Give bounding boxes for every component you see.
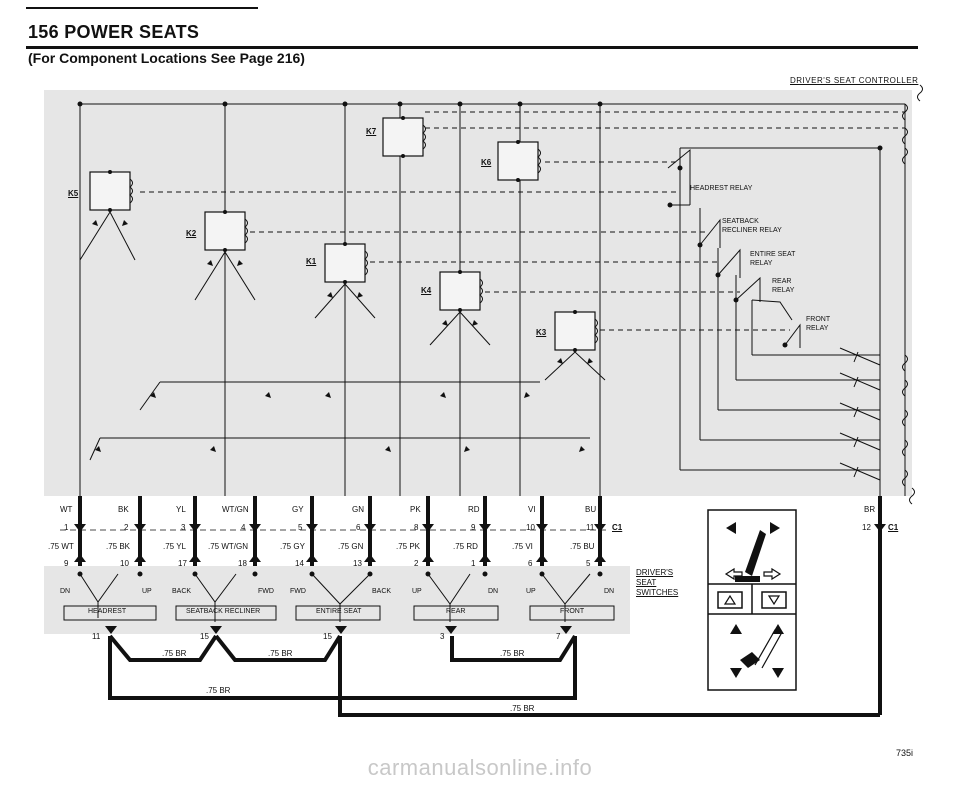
pin-mid-10: 5 [586,559,591,568]
entire-relay-label-1: ENTIRE SEAT [750,251,796,258]
pin-top-6: 6 [356,523,361,532]
switches-shading [44,566,630,634]
pin-mid-7: 2 [414,559,419,568]
wire-mid-9: .75 VI [512,542,533,551]
relay-k1-label: K1 [306,257,317,266]
switch-dir-9: UP [526,588,536,595]
pin-top-1: 1 [64,523,69,532]
wire-mid-6: .75 GN [338,542,364,551]
relay-k7-label: K7 [366,127,377,136]
pin-top-9: 10 [526,523,535,532]
pin-top-5: 5 [298,523,303,532]
pin-mid-9: 6 [528,559,533,568]
switches-label-2: SEAT [636,578,657,587]
switch-dir-5: FWD [290,588,306,595]
wire-top-5: GY [292,505,304,514]
ground-wire-4: .75 BR [206,686,231,695]
wire-mid-7: .75 PK [396,542,421,551]
wire-top-1: WT [60,505,73,514]
wire-top-3: YL [176,505,186,514]
front-relay-label-1: FRONT [806,316,831,323]
switch-dir-10: DN [604,588,615,595]
switch-name-headrest: HEADREST [88,608,127,615]
pin-top-10: 11 [586,523,595,532]
pin-top-2: 2 [124,523,129,532]
ground-pin-3: 15 [323,632,332,641]
switch-dir-3: BACK [172,588,192,595]
wire-top-2: BK [118,505,129,514]
wire-mid-2: .75 BK [106,542,131,551]
wire-mid-4: .75 WT/GN [208,542,249,551]
page-title: 156 POWER SEATS [28,22,200,42]
wire-mid-1: .75 WT [48,542,74,551]
wire-mid-3: .75 YL [163,542,186,551]
ground-wire-1: .75 BR [162,649,187,658]
wire-top-4: WT/GN [222,505,249,514]
pin-top-3: 3 [181,523,186,532]
pin-mid-4: 18 [238,559,247,568]
switch-dir-6: BACK [372,588,392,595]
switch-dir-2: UP [142,588,152,595]
wire-top-6: GN [352,505,364,514]
ground-pin-1: 11 [92,632,101,641]
entire-relay-label-2: RELAY [750,260,773,267]
switch-name-rear: REAR [446,608,466,615]
page-number: 735i [896,748,914,758]
relay-k6-label: K6 [481,158,492,167]
relay-k4-label: K4 [421,286,432,295]
pin-mid-8: 1 [471,559,476,568]
seatback-relay-label-1: SEATBACK [722,218,759,225]
switch-dir-4: FWD [258,588,274,595]
connector-c1-label-right: C1 [888,523,899,532]
switch-name-entire-seat: ENTIRE SEAT [316,608,362,615]
switch-dir-8: DN [488,588,499,595]
ground-wire-5: .75 BR [510,704,535,713]
footer-watermark: carmanualsonline.info [367,755,593,780]
wire-top-8: RD [468,505,480,514]
ground-wire-2: .75 BR [268,649,293,658]
ground-pin-2: 15 [200,632,209,641]
pin-mid-1: 9 [64,559,69,568]
wire-top-11: BR [864,505,876,514]
wire-mid-10: .75 BU [570,542,595,551]
pin-mid-2: 10 [120,559,129,568]
wire-mid-5: .75 GY [280,542,305,551]
switch-dir-1: DN [60,588,71,595]
pin-top-11: 12 [862,523,871,532]
wire-top-10: BU [585,505,597,514]
wire-mid-8: .75 RD [453,542,478,551]
pin-top-8: 9 [471,523,476,532]
header-top-line [26,7,258,9]
ground-wire-3: .75 BR [500,649,525,658]
switches-label-1: DRIVER'S [636,568,674,577]
front-relay-label-2: RELAY [806,325,829,332]
relay-k2-label: K2 [186,229,197,238]
controller-label: DRIVER'S SEAT CONTROLLER [790,76,919,85]
headrest-relay-label: HEADREST RELAY [690,185,753,192]
wire-top-7: PK [410,505,421,514]
pin-top-7: 8 [414,523,419,532]
switch-dir-7: UP [412,588,422,595]
wire-top-9: VI [528,505,536,514]
ground-pin-4: 3 [440,632,445,641]
pin-mid-3: 17 [178,559,187,568]
relay-k3-label: K3 [536,328,547,337]
switch-name-seatback-recliner: SEATBACK RECLINER [186,608,261,615]
page-subtitle: (For Component Locations See Page 216) [28,50,305,66]
pin-mid-5: 14 [295,559,304,568]
ground-pin-5: 7 [556,632,561,641]
pin-top-4: 4 [241,523,246,532]
relay-k5-label: K5 [68,189,79,198]
seatback-relay-label-2: RECLINER RELAY [722,227,782,234]
rear-relay-label-2: RELAY [772,287,795,294]
switches-label-3: SWITCHES [636,588,679,597]
header-rule [26,46,918,49]
switch-name-front: FRONT [560,608,585,615]
connector-c1-label: C1 [612,523,623,532]
rear-relay-label-1: REAR [772,278,792,285]
pin-mid-6: 13 [353,559,362,568]
